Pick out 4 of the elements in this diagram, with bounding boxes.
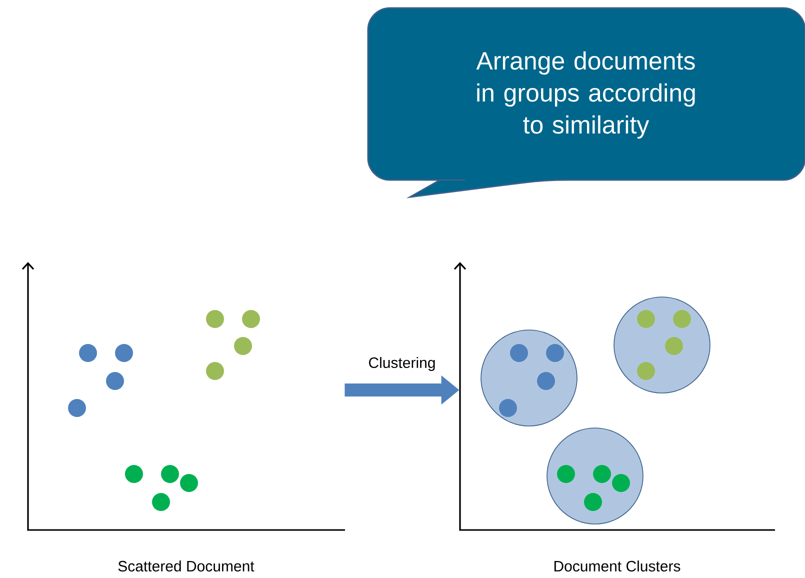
plot-caption: Document Clusters	[554, 560, 680, 572]
edge-label: Clustering	[369, 357, 435, 371]
plot-caption: Scattered Document	[118, 560, 254, 572]
speech-bubble: Arrange documents in groups according to similarity	[367, 7, 805, 198]
